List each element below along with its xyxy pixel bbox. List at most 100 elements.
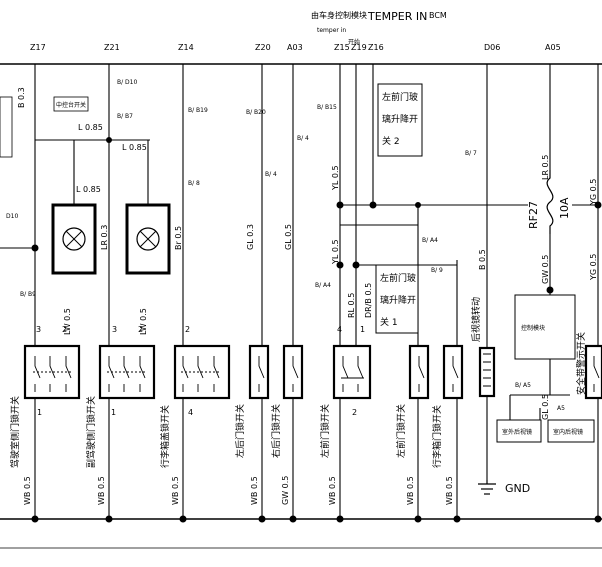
connector-label: Z16 [368,43,384,52]
pin-label: B/ 7 [465,150,477,157]
wire-label: WB 0.5 [171,476,180,505]
ground-symbol [478,480,496,495]
window-switch-box-2 [377,83,423,157]
pin-label: B/ D10 [117,79,137,86]
wire-label: B 0.3 [17,87,26,108]
wire-label: GL 0.3 [246,224,255,250]
fuse-rf27: RF27 10A [527,170,572,234]
header-prefix: 由车身控制模块 [311,10,367,20]
wire-label: LR 0.3 [100,225,109,250]
wire-label: L 0.85 [78,123,103,132]
top-small-label: 中控台开关 [56,101,86,109]
pin-label: D10 [6,213,18,220]
top-small-box [53,96,89,112]
connector-label: Z17 [30,43,46,52]
wire-label: B 0.5 [478,249,487,270]
wire-label: LW 0.5 [63,308,72,335]
connector-row: Z17 Z21 Z14 Z20 A03 Z15 Z19 Z16 D06 A05 [30,43,561,52]
wire-label: GW 0.5 [541,255,550,284]
mirror-unit-a [496,419,542,443]
right-text: 安全带警示开关 [575,332,587,395]
window-switch-text: 关 1 [380,316,398,328]
control-module-label: 控制模块 [521,324,545,332]
fuse-rating: 10A [558,197,571,219]
switch-number: 1 [37,408,42,417]
switch-number: 1 [111,408,116,417]
wire-label: YG 0.5 [589,179,598,206]
pin-label: B/ B20 [246,109,266,116]
control-module-box [514,294,576,360]
window-switch-text: 璃升降开 [382,113,418,125]
header-line2: temper in [317,27,346,34]
wire-label: WB 0.5 [250,476,259,505]
pin-number: 3 [112,325,117,334]
wire-label: L 0.85 [76,185,101,194]
switch-name: 左前门锁开关 [395,404,407,458]
lamp-1 [51,203,97,275]
window-switch-text: 左前门玻 [382,91,418,103]
switch-name: 右后门锁开关 [270,404,282,458]
switch-name: 左后门锁开关 [234,404,246,458]
wire-label: L 0.85 [122,143,147,152]
pin-label: B/ A4 [315,282,331,289]
connector-label: Z14 [178,43,194,52]
pin-label: B/ B9 [20,291,36,298]
pin-number: 1 [360,325,365,334]
header-line3: 开始 [348,38,360,46]
mirror-unit-b [547,419,595,443]
pin-number: 2 [138,325,143,334]
switch-name: 行李箱门锁开关 [431,405,443,468]
window-switch-text: 璃升降开 [380,294,416,306]
wire-label: GW 0.5 [281,476,290,505]
wire-label: WB 0.5 [328,476,337,505]
mirror-unit-b-label: 室内后视镜 [553,428,583,436]
ground-label: GND [505,482,530,495]
pin-numbers: 3 2 3 2 2 4 1 1 1 4 2 [36,325,365,417]
connector-label: Z20 [255,43,271,52]
wire-label: YL 0.5 [331,239,340,265]
pin-label: B/ 4 [265,171,277,178]
pin-label: B/ A4 [422,237,438,244]
pin-label: B/ B15 [317,104,337,111]
pin-label: B/ B7 [117,113,133,120]
switch-contacts [33,353,600,392]
pin-labels: B/ D10 B/ B7 B/ B19 B/ B20 B/ 4 B/ B15 B… [6,79,565,412]
wire-label: RL 0.5 [347,293,356,318]
connector-label: Z19 [351,43,367,52]
switch-name: 后视镜转动 [470,297,482,342]
pin-label: B/ 4 [297,135,309,142]
wire-label: GL 0.5 [541,394,550,420]
pin-label: B/ 8 [188,180,200,187]
left-edge-box [0,96,13,158]
fuse-name: RF27 [527,201,540,229]
pin-number: 2 [62,325,67,334]
switch-number: 4 [188,408,193,417]
wire-label: GL 0.5 [284,224,293,250]
window-switch-text: 关 2 [382,135,400,147]
wire-label: YG 0.5 [589,254,598,281]
pin-number: 4 [337,325,342,334]
pin-label: B/ B19 [188,107,208,114]
window-switch-text: 左前门玻 [380,272,416,284]
wire-label: LW 0.5 [139,308,148,335]
pin-label: B/ 9 [431,267,443,274]
pin-number: 2 [185,325,190,334]
wire-labels: B 0.3 L 0.85 L 0.85 L 0.85 LR 0.3 Br 0.5… [17,87,598,505]
wire-label: LR 0.5 [541,155,550,180]
wire-label: WB 0.5 [406,476,415,505]
switch-name: 左前门锁开关 [319,404,331,458]
pin-number: 3 [36,325,41,334]
wire-label: YL 0.5 [331,165,340,191]
pin-label: B/ A5 [515,382,531,389]
switch-name: 行李箱盖锁开关 [159,405,171,468]
junctions [31,137,602,523]
wire-label: DR/B 0.5 [364,283,373,318]
window-switch-box-1 [375,264,419,334]
connector-label: D06 [484,43,500,52]
switch-blocks [23,344,602,400]
switch-number: 2 [352,408,357,417]
header-title: TEMPER IN [367,10,427,23]
mirror-unit-a-label: 室外后视镜 [502,428,532,436]
connector-label: A03 [287,43,303,52]
